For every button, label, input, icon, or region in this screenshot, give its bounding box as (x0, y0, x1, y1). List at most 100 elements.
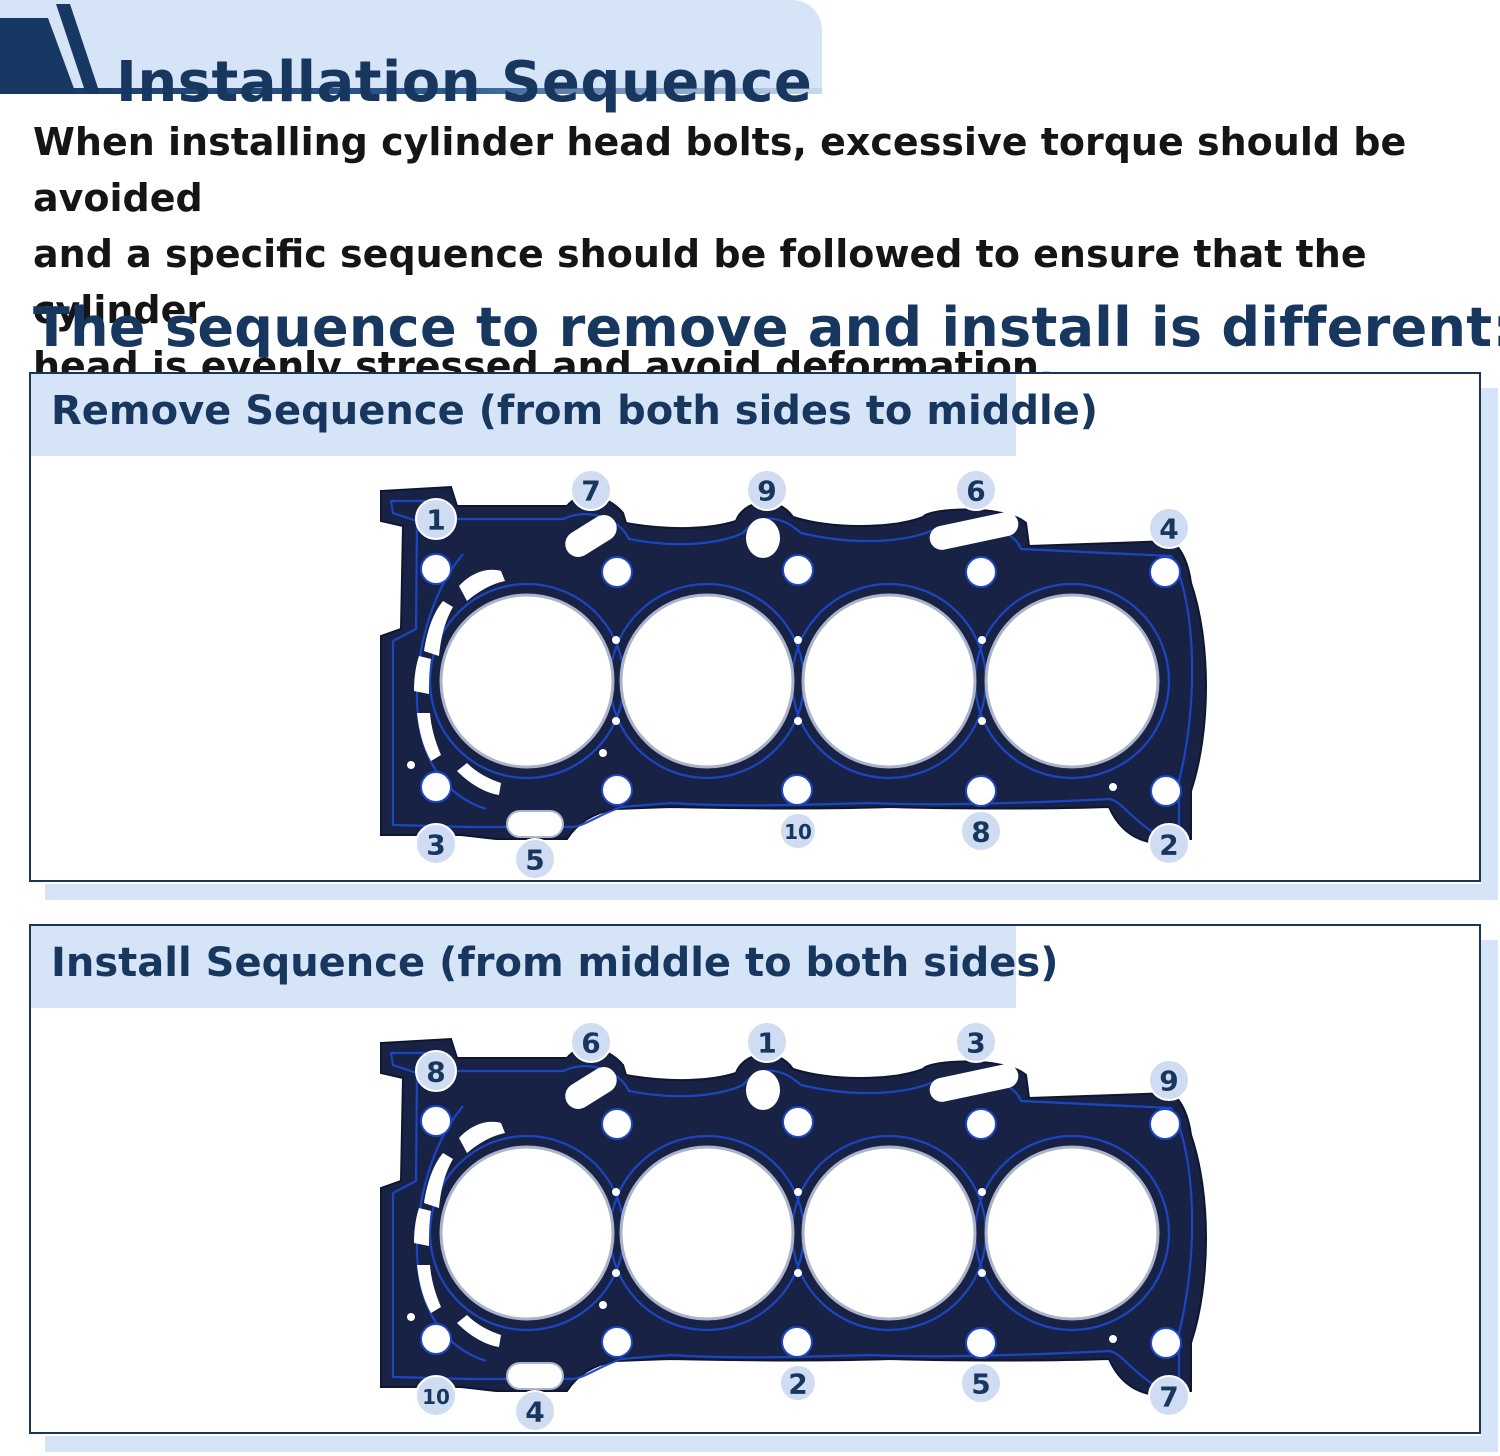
bolt-hole (601, 1326, 633, 1358)
panel-label-band (31, 926, 1016, 1008)
bolt-hole (782, 554, 814, 586)
bolt-hole (965, 556, 997, 588)
locating-dot (794, 717, 802, 725)
remove-sequence-label: Remove Sequence (from both sides to midd… (51, 388, 1099, 434)
coolant-slot (457, 1315, 501, 1347)
locating-dot (407, 1313, 415, 1321)
bolt-hole (781, 774, 813, 806)
cylinder-bore (984, 593, 1160, 769)
number-circle-icon: 6 (955, 469, 997, 511)
badge-circle (415, 1050, 457, 1092)
bolt-hole (420, 1323, 452, 1355)
locating-dot (794, 636, 802, 644)
bolt-number: 9 (1159, 1065, 1178, 1098)
bolt-number: 3 (426, 829, 445, 862)
bolt-number: 5 (525, 844, 544, 877)
number-circle-icon: 9 (746, 469, 788, 511)
number-circle-icon: 10 (415, 1375, 457, 1417)
bolt-number: 2 (1159, 829, 1178, 862)
oil-passage (929, 512, 1019, 550)
bolt-number: 8 (971, 816, 990, 849)
bolt-hole (965, 775, 997, 807)
bolt-number: 6 (966, 475, 985, 508)
cylinder-bore (439, 1145, 615, 1321)
remove-sequence-panel: Remove Sequence (from both sides to midd… (29, 372, 1481, 882)
coolant-slots (414, 569, 505, 795)
number-circle-icon: 2 (779, 1364, 817, 1402)
bolt-hole (420, 771, 452, 803)
bolt-hole (1149, 1108, 1181, 1140)
bolt-hole (1149, 556, 1181, 588)
coolant-slot (417, 713, 441, 761)
bolt-number: 1 (426, 504, 445, 537)
locating-dot (612, 1188, 620, 1196)
outer-trace (389, 1051, 1194, 1385)
number-circle-icon: 10 (779, 812, 817, 850)
badge-circle (1148, 823, 1190, 865)
locating-dot (794, 1188, 802, 1196)
coolant-slot (424, 601, 453, 656)
badge-circle (779, 1364, 817, 1402)
badge-circle (955, 469, 997, 511)
bolt-hole (601, 556, 633, 588)
cylinder-bore (619, 1145, 795, 1321)
badge-circle (779, 812, 817, 850)
bolt-number: 7 (1159, 1381, 1178, 1414)
number-circle-icon: 8 (415, 1050, 457, 1092)
oil-passage (565, 515, 617, 557)
water-jacket-trace (415, 553, 487, 811)
locating-dot (612, 636, 620, 644)
bottom-slot (506, 1362, 564, 1390)
number-circle-icon: 5 (514, 838, 556, 880)
number-circle-icon: 3 (415, 823, 457, 865)
locating-dot (1109, 783, 1117, 791)
locating-dot (978, 636, 986, 644)
bolt-hole (420, 1105, 452, 1137)
locating-dot (407, 761, 415, 769)
bolt-number: 9 (757, 475, 776, 508)
gasket-diagram: 1 2 3 4 5 6 7 8 9 10 (380, 1021, 1207, 1432)
coolant-slot (424, 1153, 453, 1208)
bolt-number: 7 (581, 475, 600, 508)
bolt-number: 4 (525, 1396, 544, 1429)
page-title: Installation Sequence (116, 49, 813, 115)
water-jacket-trace (415, 1105, 487, 1363)
slanted-bar-icon (0, 4, 100, 94)
badge-circle (955, 1021, 997, 1063)
gasket-body (380, 1037, 1207, 1397)
locating-dot (599, 1301, 607, 1309)
header-band (0, 0, 822, 94)
panel-label-band (31, 374, 1016, 456)
gasket-body (380, 485, 1207, 845)
bolt-hole (965, 1327, 997, 1359)
badge-circle (1148, 1059, 1190, 1101)
cylinder-bore (984, 1145, 1160, 1321)
coolant-slot (457, 763, 501, 795)
coolant-slot (414, 656, 431, 694)
bolt-number: 3 (966, 1027, 985, 1060)
badge-circle (415, 1375, 457, 1417)
bolt-hole (1150, 1327, 1182, 1359)
number-circle-icon: 2 (1148, 823, 1190, 865)
bolt-hole (965, 1108, 997, 1140)
badge-circle (746, 469, 788, 511)
panel-shadow (1481, 940, 1498, 1452)
bolt-hole (601, 1108, 633, 1140)
bolt-number: 6 (581, 1027, 600, 1060)
number-circle-icon: 1 (415, 498, 457, 540)
locating-dot (599, 749, 607, 757)
sequence-heading: The sequence to remove and install is di… (33, 296, 1500, 359)
number-circle-icon: 7 (570, 469, 612, 511)
number-circle-icon: 5 (960, 1362, 1002, 1404)
locating-dot (978, 1269, 986, 1277)
badge-circle (960, 1362, 1002, 1404)
badge-circle (570, 469, 612, 511)
locating-dot (978, 1188, 986, 1196)
badge-circle (570, 1021, 612, 1063)
number-circle-icon: 6 (570, 1021, 612, 1063)
badge-circle (1148, 1375, 1190, 1417)
locating-dot (612, 1269, 620, 1277)
bolt-number: 1 (757, 1027, 776, 1060)
bottom-slot (506, 810, 564, 838)
number-circle-icon: 4 (514, 1390, 556, 1432)
